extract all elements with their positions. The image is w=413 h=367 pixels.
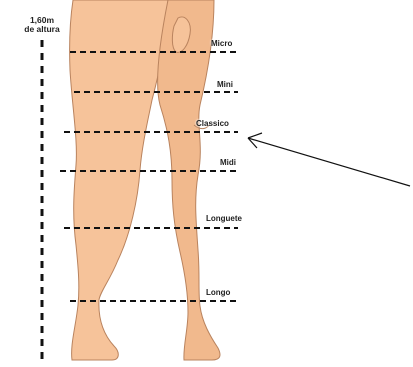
right-leg — [158, 0, 220, 360]
length-label-longuete: Longuete — [206, 214, 242, 223]
length-label-midi: Midi — [220, 158, 236, 167]
left-leg — [70, 0, 168, 360]
height-label: 1,60m de altura — [20, 16, 64, 34]
length-label-micro: Micro — [211, 39, 232, 48]
length-label-classico: Classico — [196, 119, 229, 128]
length-label-mini: Mini — [217, 80, 233, 89]
legs-illustration — [70, 0, 220, 360]
pointer-arrow — [248, 133, 410, 186]
length-label-longo: Longo — [206, 288, 230, 297]
